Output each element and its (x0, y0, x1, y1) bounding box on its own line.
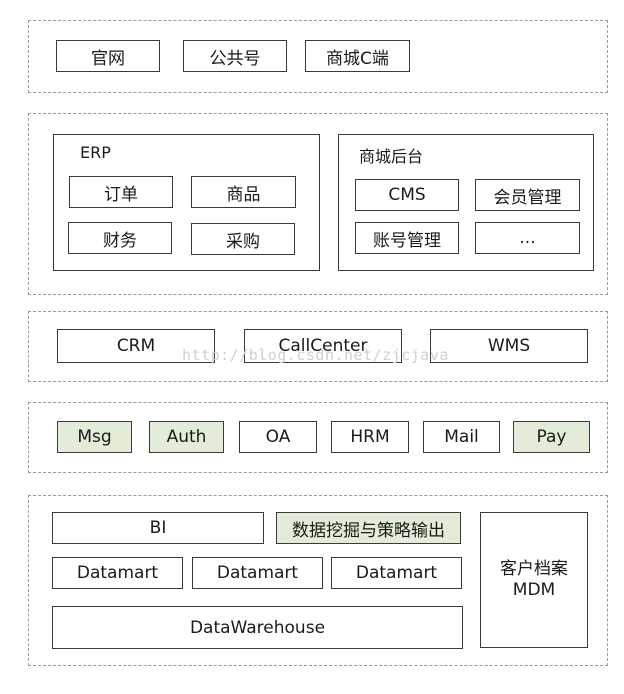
layer-data (28, 495, 608, 666)
data-warehouse: DataWarehouse (52, 606, 463, 649)
erp-purchase: 采购 (191, 223, 295, 255)
mdm-line-1: 客户档案 (500, 559, 568, 579)
customer-mdm: 客户档案 MDM (480, 512, 588, 648)
layer-channels (28, 20, 608, 93)
service-pay: Pay (513, 421, 590, 453)
mall-member-mgmt: 会员管理 (475, 179, 580, 211)
service-hrm: HRM (331, 421, 409, 453)
service-mail: Mail (423, 421, 500, 453)
service-auth: Auth (149, 421, 224, 453)
mall-cms: CMS (355, 179, 459, 211)
data-mining-strategy: 数据挖掘与策略输出 (276, 512, 461, 544)
layer-business (28, 311, 608, 382)
system-callcenter: CallCenter (244, 329, 402, 363)
erp-order: 订单 (69, 176, 173, 208)
mall-backend-title: 商城后台 (359, 147, 424, 166)
mall-more: ... (475, 222, 580, 254)
channel-guanwang: 官网 (56, 40, 160, 72)
layer-services (28, 402, 608, 473)
datamart-1: Datamart (52, 557, 183, 589)
erp-title: ERP (80, 143, 111, 162)
data-bi: BI (52, 512, 264, 544)
datamart-3: Datamart (331, 557, 462, 589)
layer-apps (28, 113, 608, 295)
service-msg: Msg (57, 421, 132, 453)
erp-product: 商品 (191, 176, 296, 208)
mdm-line-2: MDM (512, 580, 556, 600)
datamart-2: Datamart (192, 557, 323, 589)
mall-account-mgmt: 账号管理 (355, 222, 459, 254)
service-oa: OA (239, 421, 317, 453)
system-wms: WMS (430, 329, 588, 363)
channel-mall-client: 商城C端 (305, 40, 410, 72)
erp-finance: 财务 (68, 222, 172, 254)
channel-gonggonghao: 公共号 (183, 40, 287, 72)
system-crm: CRM (57, 329, 215, 363)
